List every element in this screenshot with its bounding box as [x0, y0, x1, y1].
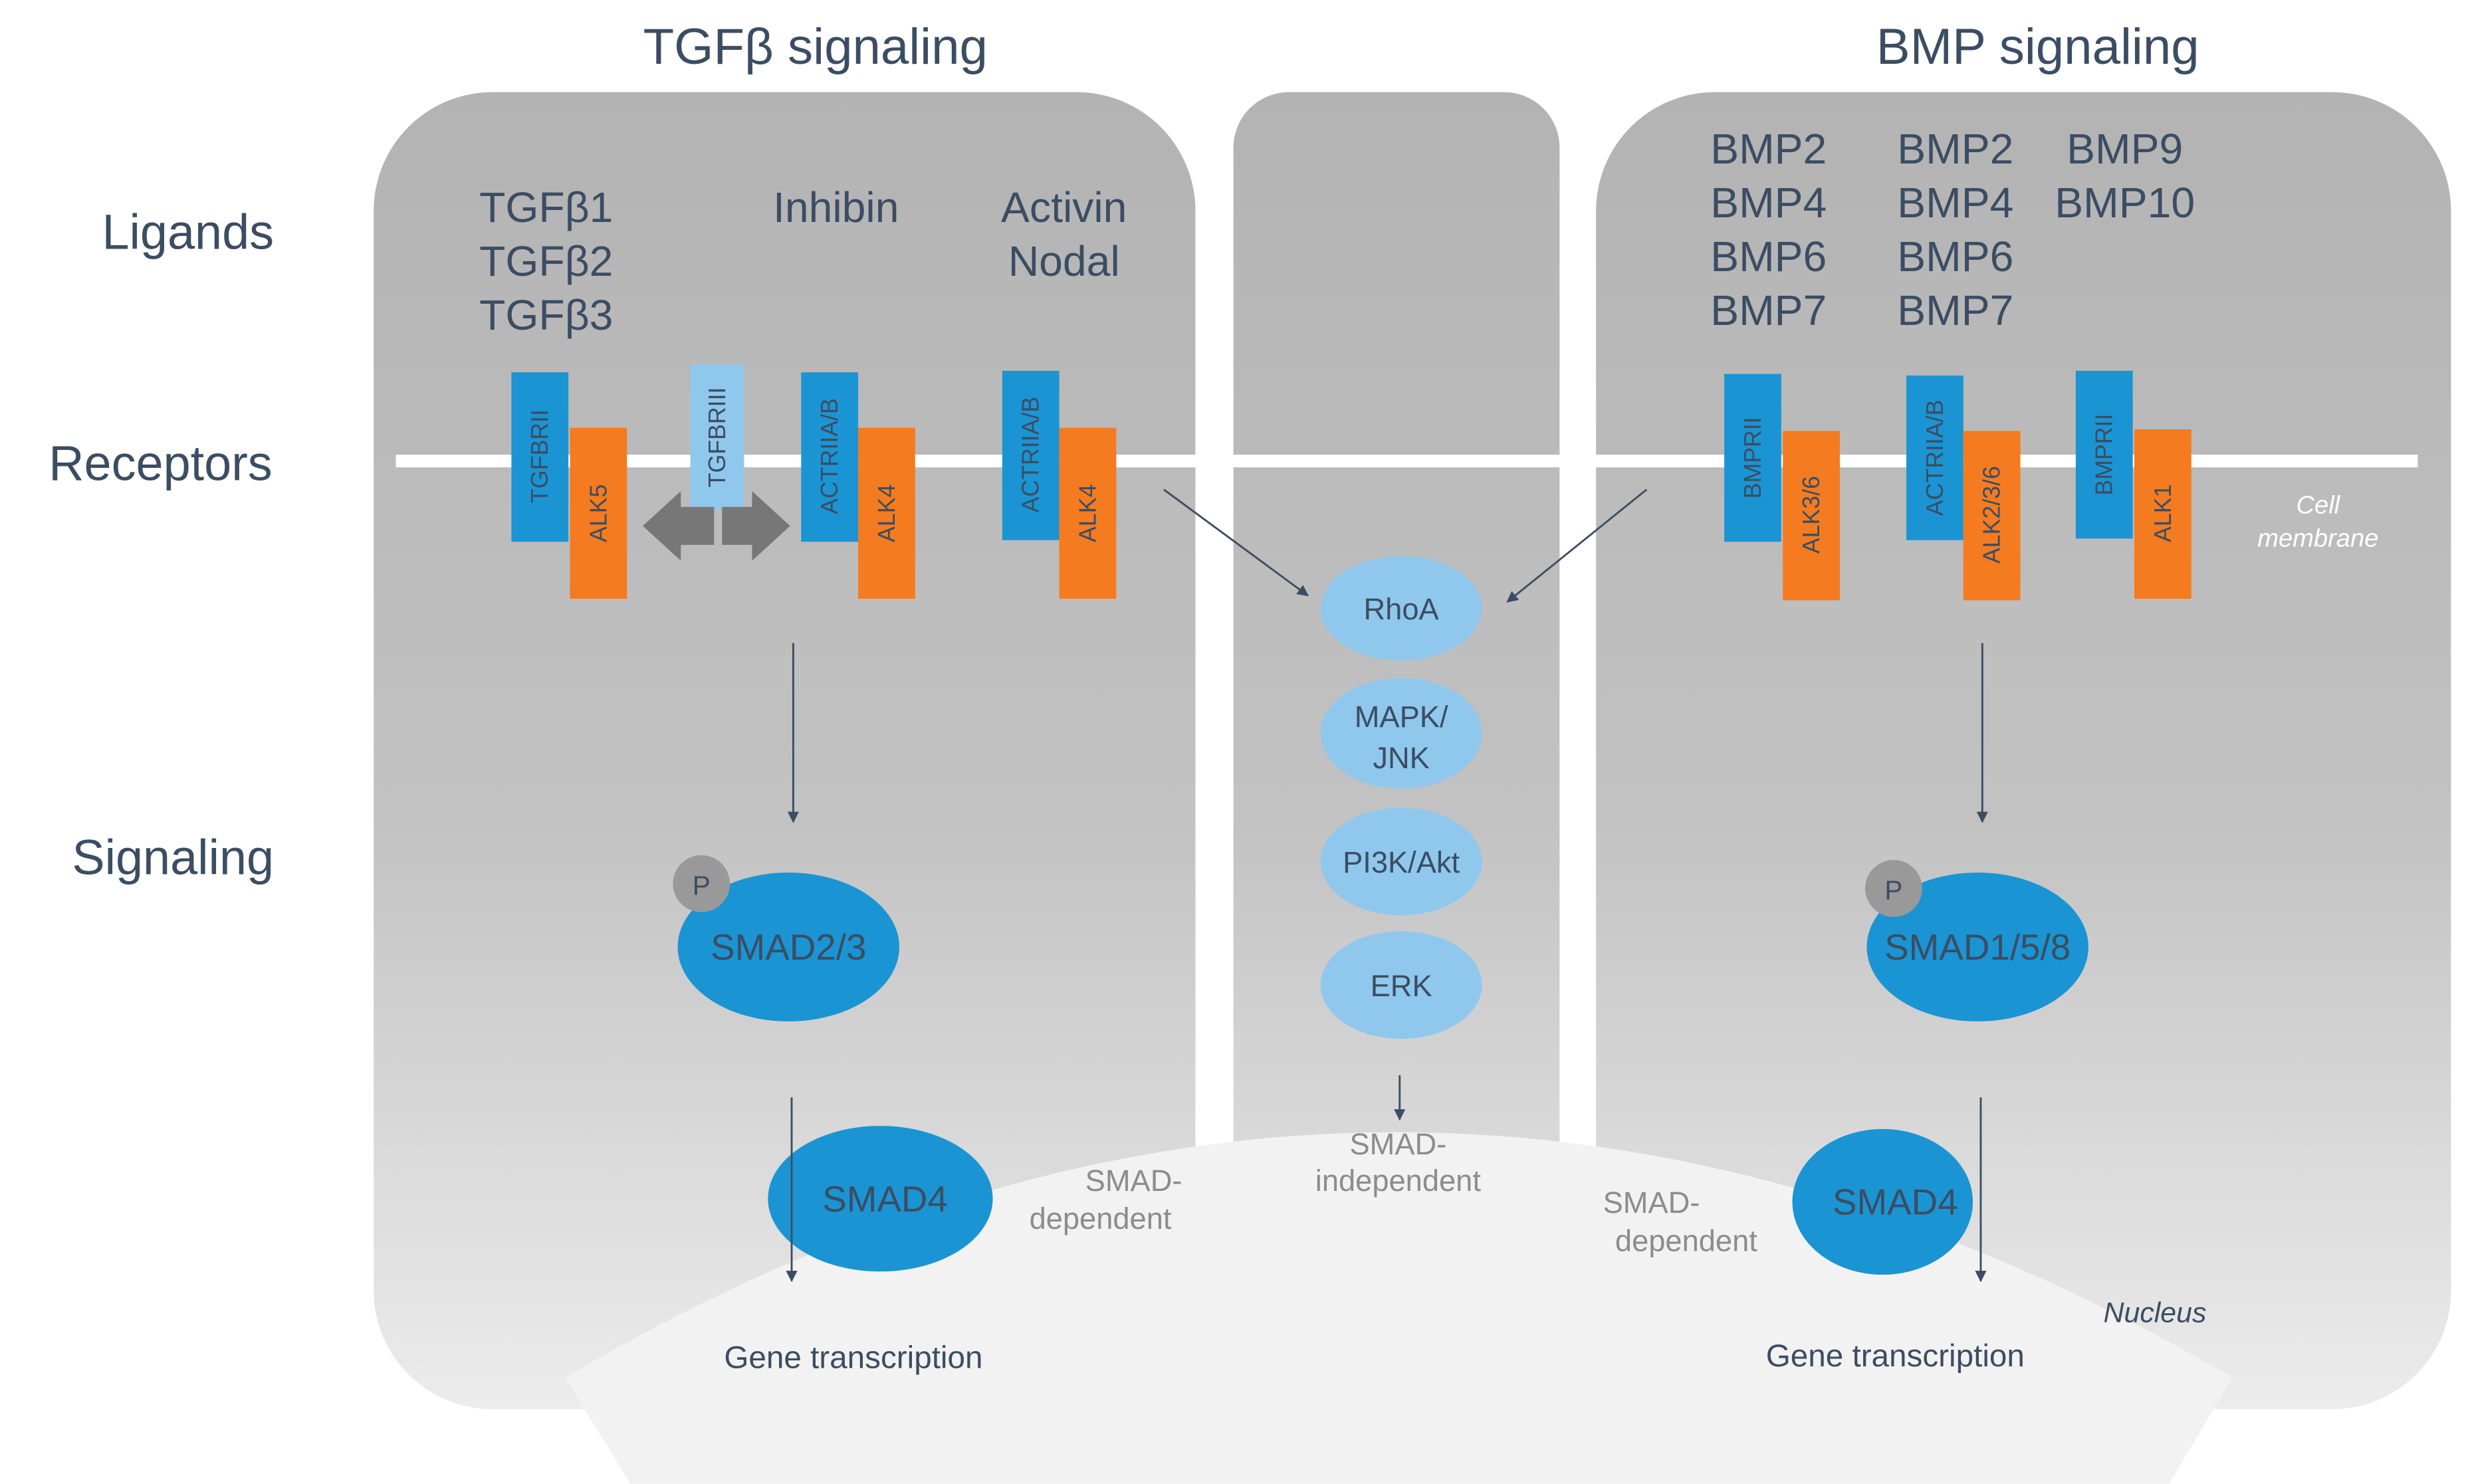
receptor-actriiab-3	[1906, 375, 1964, 540]
receptor-actriiab-2-label: ACTRIIA/B	[1018, 397, 1044, 513]
node-rhoa	[1320, 556, 1482, 661]
ligand-bmp6-a: BMP6	[1710, 233, 1827, 280]
row-label-ligands: Ligands	[102, 204, 274, 259]
arrow-bmp-to-rhoa	[1506, 488, 1648, 603]
receptor-tgfbriii	[690, 364, 744, 510]
ligand-bmp10: BMP10	[2055, 179, 2195, 227]
arrow-tgfb-to-rhoa	[1163, 488, 1309, 597]
smad158-label: SMAD1/5/8	[1884, 926, 2071, 968]
receptor-bmprii-2-label: BMPRII	[2091, 414, 2118, 496]
receptor-bmprii-1	[1724, 373, 1781, 542]
receptor-alk4-1-label: ALK4	[873, 484, 900, 542]
receptor-alk5-label: ALK5	[585, 484, 612, 542]
smad-dependent-right-2: dependent	[1615, 1223, 1757, 1257]
ligand-inhibin: Inhibin	[773, 183, 899, 231]
ligand-group-bmp-3: BMP9 BMP10	[2055, 125, 2195, 227]
phospho-right-label: P	[1884, 875, 1902, 906]
gene-transcription-right: Gene transcription	[1766, 1338, 2025, 1374]
receptor-tgfbriii-label: TGFBRIII	[704, 387, 730, 488]
row-label-signaling: Signaling	[72, 829, 274, 885]
phospho-left-label: P	[693, 870, 711, 901]
ligand-bmp4-a: BMP4	[1710, 179, 1827, 227]
ligand-bmp2-b: BMP2	[1897, 125, 2013, 173]
receptor-alk4-2-label: ALK4	[1074, 484, 1101, 542]
receptor-bmprii-1-label: BMPRII	[1740, 417, 1766, 498]
ligand-group-bmp-2: BMP2 BMP4 BMP6 BMP7	[1897, 125, 2013, 334]
ligand-group-bmp-1: BMP2 BMP4 BMP6 BMP7	[1710, 125, 1827, 334]
membrane-label-line1: Cell	[2296, 491, 2340, 519]
node-erk-label: ERK	[1371, 969, 1432, 1003]
ligand-bmp2-a: BMP2	[1710, 125, 1827, 173]
left-double-arrow-icon	[643, 490, 715, 561]
receptor-alk236-label: ALK2/3/6	[1979, 466, 2005, 564]
bmp-signaling-heading: BMP signaling	[1876, 19, 2199, 75]
node-pi3k-akt-label: PI3K/Akt	[1343, 845, 1460, 879]
smad4-right-label: SMAD4	[1833, 1182, 1958, 1223]
ligand-activin: Activin	[1001, 183, 1127, 231]
smad-dependent-right-1: SMAD-	[1603, 1186, 1700, 1219]
smad4-left	[768, 1126, 993, 1272]
node-pi3k-akt	[1320, 807, 1482, 916]
ligand-bmp7-a: BMP7	[1710, 286, 1827, 334]
ligand-bmp6-b: BMP6	[1897, 233, 2013, 280]
bmp-panel	[1596, 92, 2451, 1410]
ligand-group-inhibin: Inhibin	[773, 183, 899, 231]
receptor-alk36	[1783, 431, 1840, 601]
receptor-actriiab-1-label: ACTRIIA/B	[816, 398, 843, 514]
tgfb-signaling-heading: TGFβ signaling	[643, 19, 988, 75]
node-mapk-jnk-label-1: MAPK/	[1355, 700, 1448, 734]
receptor-actriiab-2	[1002, 370, 1060, 540]
row-label-receptors: Receptors	[49, 435, 272, 490]
smad4-left-label: SMAD4	[822, 1178, 948, 1219]
smad-dependent-left-1: SMAD-	[1085, 1164, 1182, 1198]
node-rhoa-label: RhoA	[1364, 592, 1440, 626]
tgfb-panel	[374, 92, 1196, 1410]
phospho-left	[673, 855, 730, 912]
right-double-arrow-icon	[722, 490, 790, 561]
node-erk	[1320, 931, 1482, 1039]
ligand-tgfb3: TGFβ3	[479, 291, 613, 339]
gene-transcription-left: Gene transcription	[724, 1340, 982, 1376]
ligand-tgfb1: TGFβ1	[479, 183, 613, 231]
phospho-right	[1865, 859, 1922, 917]
receptor-tgfbrii-label: TGFBRII	[526, 409, 553, 503]
receptor-tgfbrii	[511, 372, 569, 542]
ligand-group-activin: Activin Nodal	[1001, 183, 1127, 285]
smad4-right	[1792, 1128, 1973, 1275]
membrane-label-line2: membrane	[2257, 524, 2378, 552]
receptor-alk4-1	[858, 427, 915, 599]
node-mapk-jnk-label-2: JNK	[1373, 741, 1430, 775]
receptor-alk36-label: ALK3/6	[1798, 476, 1825, 554]
receptor-alk4-2	[1059, 427, 1117, 599]
ligand-bmp4-b: BMP4	[1897, 179, 2013, 227]
smad-independent-caption-2: independent	[1315, 1164, 1482, 1198]
ligand-group-tgfb: TGFβ1 TGFβ2 TGFβ3	[479, 183, 613, 339]
receptor-actriiab-1	[801, 372, 859, 542]
receptor-alk5	[570, 427, 627, 599]
smad158	[1866, 873, 2088, 1021]
receptor-bmprii-2	[2075, 370, 2133, 539]
node-mapk-jnk	[1320, 678, 1482, 789]
smad23	[677, 873, 900, 1021]
receptor-alk1	[2134, 429, 2191, 599]
receptor-alk236	[1963, 431, 2021, 601]
ligand-tgfb2: TGFβ2	[479, 237, 613, 285]
ligand-bmp7-b: BMP7	[1897, 286, 2013, 334]
smad23-label: SMAD2/3	[711, 926, 866, 968]
ligand-bmp9: BMP9	[2067, 125, 2183, 173]
ligand-nodal: Nodal	[1008, 237, 1120, 285]
receptor-actriiab-3-label: ACTRIIA/B	[1922, 400, 1948, 516]
smad-dependent-left-2: dependent	[1030, 1202, 1172, 1235]
smad-independent-caption-1: SMAD-	[1349, 1127, 1446, 1161]
receptor-alk1-label: ALK1	[2150, 484, 2176, 542]
nucleus-label: Nucleus	[2104, 1297, 2207, 1329]
